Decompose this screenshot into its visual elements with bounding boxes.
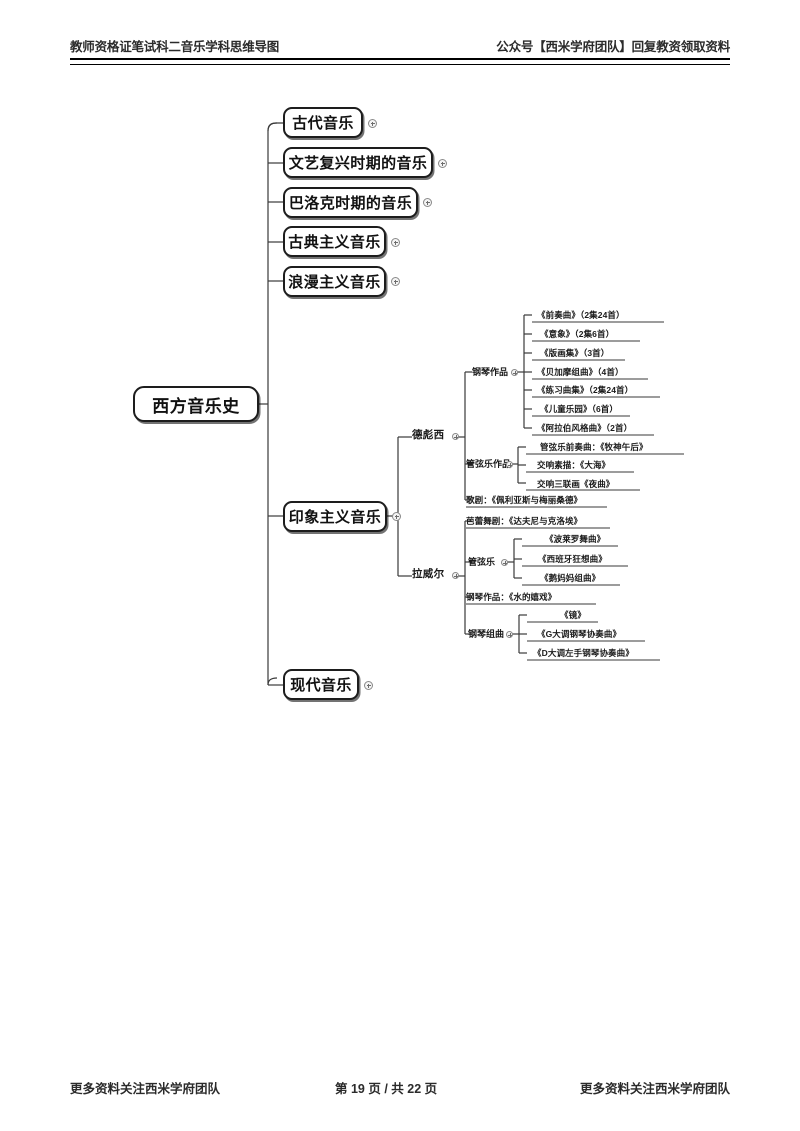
leaf-ravel-orchestral-3: 《鹅妈妈组曲》 [540, 573, 601, 583]
leaf-ravel-piano-suite-2: 《G大调钢琴协奏曲》 [537, 629, 622, 639]
leaf-debussy-piano-6: 《儿童乐园》（6首） [540, 404, 618, 414]
group-label-debussy-piano-works[interactable]: 钢琴作品 [472, 367, 509, 377]
page-header: 教师资格证笔试科二音乐学科思维导图 公众号【西米学府团队】回复教资领取资料 [70, 36, 730, 62]
branch-node-baroque-music[interactable]: 巴洛克时期的音乐 [283, 187, 418, 218]
collapse-toggle-debussy-orchestral[interactable] [506, 461, 513, 468]
leaf-ravel-piano-work: 钢琴作品：《水的嬉戏》 [466, 592, 557, 602]
collapse-toggle-debussy-piano-works[interactable] [511, 369, 518, 376]
collapse-toggle-impressionist-music[interactable] [392, 512, 401, 521]
leaf-debussy-piano-1: 《前奏曲》（2集24首） [537, 310, 625, 320]
expand-toggle-baroque-music[interactable] [423, 198, 432, 207]
branch-node-romantic-music[interactable]: 浪漫主义音乐 [283, 266, 386, 297]
collapse-toggle-ravel-piano-suite[interactable] [506, 631, 513, 638]
branch-node-classical-music[interactable]: 古典主义音乐 [283, 226, 386, 257]
expand-toggle-classical-music[interactable] [391, 238, 400, 247]
header-divider [70, 58, 730, 65]
leaf-debussy-piano-4: 《贝加摩组曲》（4首） [537, 367, 624, 377]
leaf-debussy-orchestral-prelude: 管弦乐前奏曲：《牧神午后》 [540, 442, 648, 452]
branch-node-modern-music[interactable]: 现代音乐 [283, 669, 359, 700]
leaf-debussy-orchestral-1: 交响素描：《大海》 [537, 460, 611, 470]
branch-node-renaissance-music[interactable]: 文艺复兴时期的音乐 [283, 147, 433, 178]
expand-toggle-modern-music[interactable] [364, 681, 373, 690]
branch-node-impressionist-music[interactable]: 印象主义音乐 [283, 501, 387, 532]
expand-toggle-romantic-music[interactable] [391, 277, 400, 286]
leaf-debussy-piano-7: 《阿拉伯风格曲》（2首） [537, 423, 633, 433]
collapse-toggle-ravel-orchestral[interactable] [501, 559, 508, 566]
composer-label-ravel[interactable]: 拉威尔 [412, 568, 445, 580]
leaf-debussy-opera: 歌剧：《佩利亚斯与梅丽桑德》 [466, 495, 583, 505]
leaf-ravel-piano-suite-1: 《镜》 [560, 610, 586, 620]
expand-toggle-renaissance-music[interactable] [438, 159, 447, 168]
header-title-right: 公众号【西米学府团队】回复教资领取资料 [496, 40, 730, 54]
group-label-debussy-orchestral[interactable]: 管弦乐作品 [466, 459, 512, 469]
footer-right-text: 更多资料关注西米学府团队 [579, 1082, 730, 1096]
leaf-ravel-piano-suite-3: 《D大调左手钢琴协奏曲》 [533, 648, 634, 658]
leaf-debussy-piano-2: 《意象》（2集6首） [540, 329, 615, 339]
leaf-debussy-piano-3: 《版画集》（3首） [540, 348, 610, 358]
group-label-ravel-piano-suite[interactable]: 钢琴组曲 [468, 629, 505, 639]
branch-node-ancient-music[interactable]: 古代音乐 [283, 107, 363, 138]
expand-toggle-ancient-music[interactable] [368, 119, 377, 128]
footer-page-number: 第 19 页 / 共 22 页 [335, 1082, 438, 1096]
leaf-debussy-orchestral-2: 交响三联画《夜曲》 [537, 479, 615, 489]
composer-label-debussy[interactable]: 德彪西 [412, 429, 445, 441]
mindmap-root-node[interactable]: 西方音乐史 [133, 386, 259, 422]
footer-left-text: 更多资料关注西米学府团队 [70, 1082, 221, 1096]
page-footer: 更多资料关注西米学府团队 第 19 页 / 共 22 页 更多资料关注西米学府团… [70, 1078, 730, 1098]
collapse-toggle-ravel[interactable] [452, 572, 459, 579]
group-label-ravel-orchestral[interactable]: 管弦乐 [468, 557, 496, 567]
leaf-ravel-ballet: 芭蕾舞剧：《达夫尼与克洛埃》 [466, 516, 583, 526]
leaf-debussy-piano-5: 《练习曲集》（2集24首） [537, 385, 634, 395]
collapse-toggle-debussy[interactable] [452, 433, 459, 440]
leaf-ravel-orchestral-1: 《波莱罗舞曲》 [545, 534, 606, 544]
header-title-left: 教师资格证笔试科二音乐学科思维导图 [70, 40, 280, 54]
leaf-ravel-orchestral-2: 《西班牙狂想曲》 [538, 554, 607, 564]
